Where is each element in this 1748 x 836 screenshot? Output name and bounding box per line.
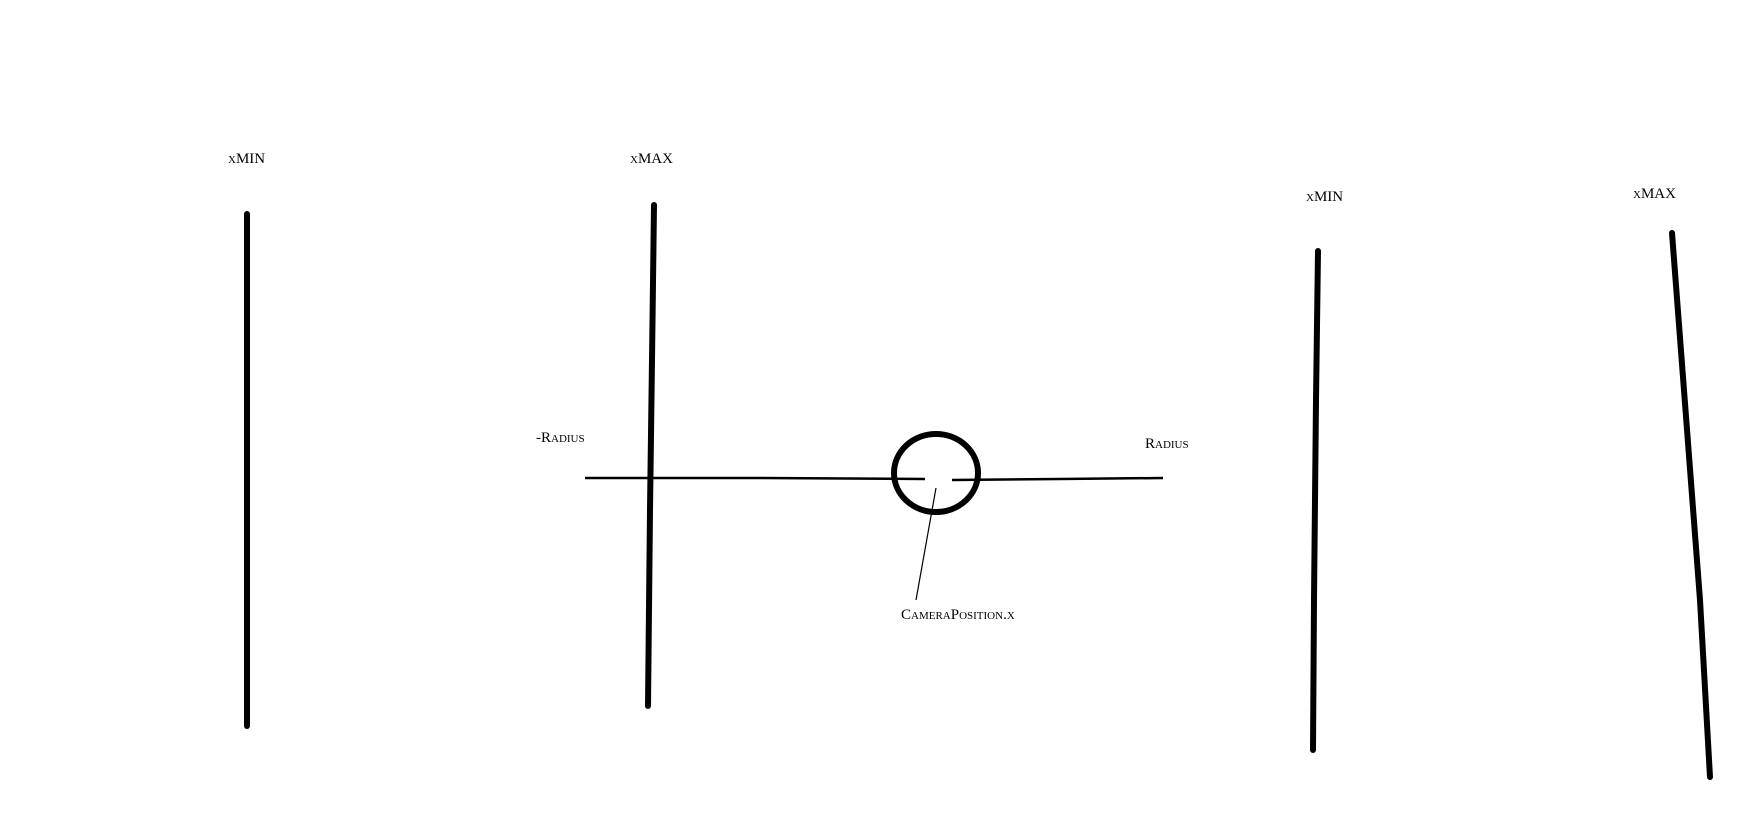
left-xmax-line bbox=[645, 202, 657, 709]
neg-radius-label: -Radius bbox=[536, 430, 585, 446]
right-xmin-line bbox=[1310, 248, 1321, 753]
camera-leader-line bbox=[915, 487, 937, 601]
left-xmax-label: xMAX bbox=[630, 151, 673, 167]
radius-axis-left bbox=[585, 476, 926, 481]
left-panel: xMIN xMAX -Radius Radius CameraPosition.… bbox=[228, 151, 1189, 729]
camera-circle bbox=[891, 431, 981, 515]
right-panel: xMIN xMAX bbox=[1306, 186, 1713, 780]
right-xmin-label: xMIN bbox=[1306, 189, 1343, 205]
left-xmin-label: xMIN bbox=[228, 151, 265, 167]
radius-axis-right bbox=[951, 476, 1164, 482]
camera-position-label: CameraPosition.x bbox=[901, 607, 1015, 623]
right-xmax-line bbox=[1669, 230, 1713, 780]
right-xmax-label: xMAX bbox=[1633, 186, 1676, 202]
radius-label: Radius bbox=[1145, 436, 1189, 452]
